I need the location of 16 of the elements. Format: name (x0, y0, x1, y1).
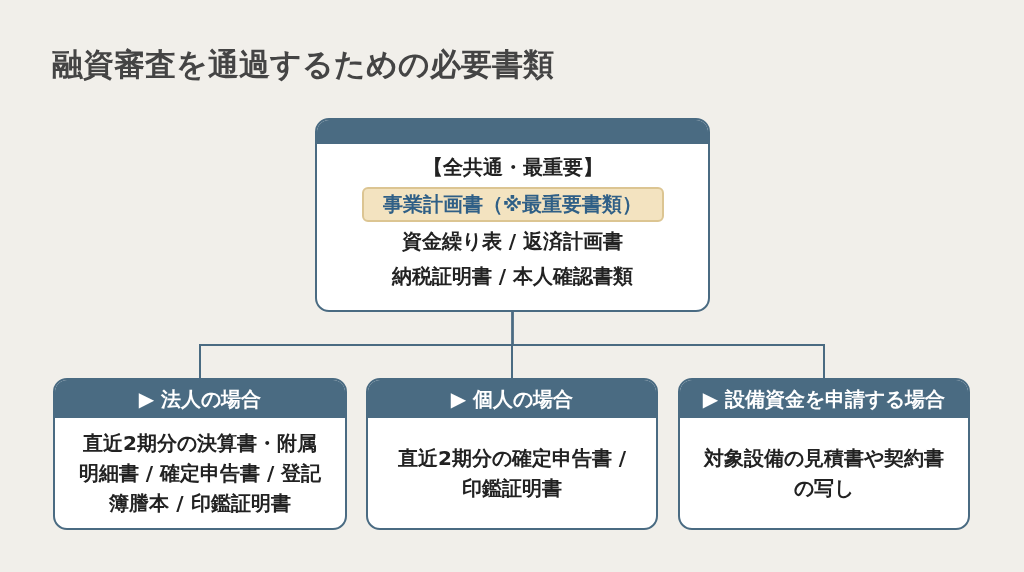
document-box (678, 378, 970, 530)
connector-line (511, 311, 825, 379)
highlight-label: 事業計画書（※最重要書類） (361, 187, 664, 222)
header-text: ▶ 設備資金を申請する場合 (702, 385, 946, 413)
document-text: 資金繰り表 / 返済計画書 (401, 228, 624, 255)
document-text: 対象設備の見積書や契約書の写し (704, 445, 944, 502)
document-box (315, 118, 710, 312)
document-box (366, 378, 658, 530)
document-text: 納税証明書 / 本人確認書類 (391, 263, 634, 290)
document-text: 直近2期分の確定申告書 / 印鑑証明書 (396, 445, 628, 502)
document-text: 直近2期分の決算書・附属明細書 / 確定申告書 / 登記簿謄本 / 印鑑証明書 (77, 430, 323, 517)
title: 融資審査を通過するための必要書類 (52, 45, 554, 84)
header-text: ▶ 法人の場合 (138, 385, 262, 413)
header-text: ▶ 個人の場合 (450, 385, 574, 413)
document-box (53, 378, 347, 530)
document-text: 【全共通・最重要】 (422, 154, 603, 181)
